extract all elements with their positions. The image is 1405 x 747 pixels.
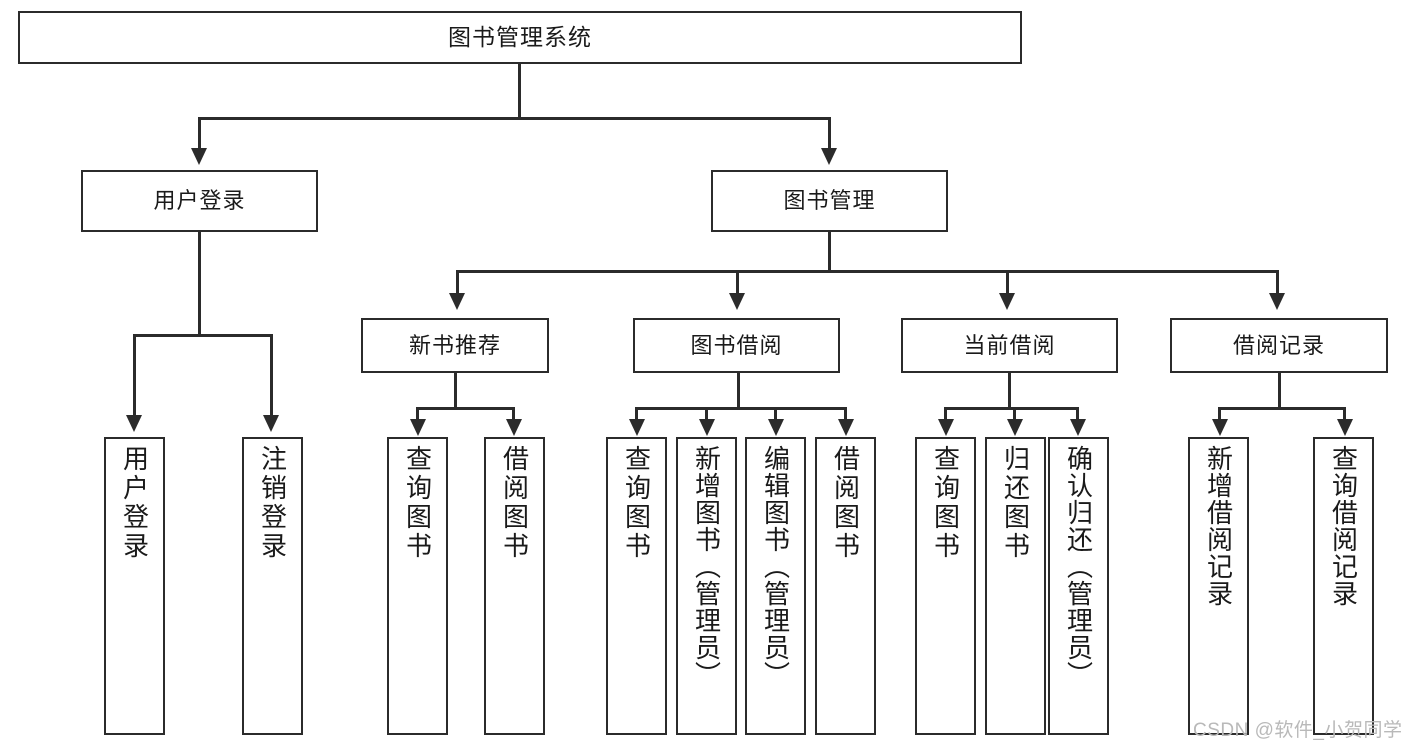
node-new-book-recommend[interactable]: 新书推荐 (361, 318, 549, 373)
node-label: 用户登录 (153, 188, 246, 214)
edge-borrow-record-stem (1278, 373, 1281, 409)
leaf-logout[interactable]: 注销登录 (242, 437, 303, 735)
arrowhead-current-borrow-child-2 (1007, 419, 1023, 436)
edge-level3-bar (456, 270, 1279, 273)
edge-new-book-stem (454, 373, 457, 409)
node-label: 图书借阅 (690, 332, 783, 358)
arrowhead-user-login-child-1 (126, 415, 142, 432)
leaf-edit-book-admin[interactable]: 编辑图书（管理员） (745, 437, 806, 735)
arrowhead-to-new-book (449, 293, 465, 310)
node-borrow-record[interactable]: 借阅记录 (1170, 318, 1388, 373)
leaf-borrow-book-recommend[interactable]: 借阅图书 (484, 437, 545, 735)
edge-book-manage-stem (828, 232, 831, 273)
node-label: 查询借阅记录 (1328, 445, 1359, 607)
edge-borrow-record-bar (1218, 407, 1346, 410)
edge-current-borrow-stem (1008, 373, 1011, 409)
arrowhead-book-borrow-child-1 (629, 419, 645, 436)
edge-current-borrow-child-1 (944, 407, 947, 421)
edge-book-borrow-child-1 (635, 407, 638, 421)
arrowhead-book-borrow-child-3 (768, 419, 784, 436)
edge-new-book-child-1 (416, 407, 419, 421)
edge-root-bar (198, 117, 831, 120)
node-label: 图书管理 (783, 188, 876, 214)
edge-new-book-bar (416, 407, 515, 410)
edge-to-new-book (456, 270, 459, 295)
edge-to-book-manage (828, 117, 831, 150)
node-label: 当前借阅 (963, 332, 1056, 358)
arrowhead-new-book-child-2 (506, 419, 522, 436)
edge-to-borrow-record (1276, 270, 1279, 295)
arrowhead-to-user-login (191, 148, 207, 165)
csdn-watermark: CSDN @软件_小贺同学 (1193, 720, 1403, 741)
node-label: 新书推荐 (408, 332, 501, 358)
arrowhead-new-book-child-1 (410, 419, 426, 436)
node-label: 图书管理系统 (448, 24, 592, 51)
arrowhead-to-book-borrow (729, 293, 745, 310)
arrowhead-book-borrow-child-2 (699, 419, 715, 436)
edge-new-book-child-2 (512, 407, 515, 421)
node-book-management[interactable]: 图书管理 (711, 170, 948, 232)
edge-book-borrow-child-3 (774, 407, 777, 421)
edge-book-borrow-child-2 (705, 407, 708, 421)
node-label: 新增图书（管理员） (691, 445, 722, 688)
node-label: 借阅记录 (1232, 332, 1325, 358)
leaf-confirm-return-admin[interactable]: 确认归还（管理员） (1048, 437, 1109, 735)
node-root-system[interactable]: 图书管理系统 (18, 11, 1022, 64)
node-label: 借阅图书 (499, 445, 530, 561)
edge-to-current-borrow (1006, 270, 1009, 295)
leaf-user-login[interactable]: 用户登录 (104, 437, 165, 735)
node-label: 归还图书 (1000, 445, 1031, 561)
edge-book-borrow-child-4 (844, 407, 847, 421)
node-label: 新增借阅记录 (1203, 445, 1234, 607)
arrowhead-current-borrow-child-1 (938, 419, 954, 436)
edge-book-borrow-stem (737, 373, 740, 409)
leaf-borrow-book[interactable]: 借阅图书 (815, 437, 876, 735)
edge-current-borrow-child-2 (1013, 407, 1016, 421)
leaf-query-book-current[interactable]: 查询图书 (915, 437, 976, 735)
leaf-query-book-recommend[interactable]: 查询图书 (387, 437, 448, 735)
node-label: 确认归还（管理员） (1063, 445, 1094, 688)
arrowhead-book-borrow-child-4 (838, 419, 854, 436)
edge-to-book-borrow (736, 270, 739, 295)
node-label: 借阅图书 (830, 445, 861, 561)
node-label: 查询图书 (402, 445, 433, 561)
node-label: 编辑图书（管理员） (760, 445, 791, 688)
node-user-login[interactable]: 用户登录 (81, 170, 318, 232)
edge-user-login-child-2 (270, 334, 273, 416)
leaf-query-book-borrow[interactable]: 查询图书 (606, 437, 667, 735)
arrowhead-borrow-record-child-1 (1212, 419, 1228, 436)
edge-user-login-bar (133, 334, 273, 337)
edge-book-borrow-bar (635, 407, 847, 410)
edge-to-user-login (198, 117, 201, 150)
node-label: 查询图书 (930, 445, 961, 561)
node-label: 查询图书 (621, 445, 652, 561)
edge-user-login-stem (198, 232, 201, 336)
edge-borrow-record-child-1 (1218, 407, 1221, 421)
edge-current-borrow-child-3 (1076, 407, 1079, 421)
arrowhead-borrow-record-child-2 (1337, 419, 1353, 436)
edge-current-borrow-bar (944, 407, 1079, 410)
leaf-return-book[interactable]: 归还图书 (985, 437, 1046, 735)
arrowhead-to-current-borrow (999, 293, 1015, 310)
leaf-add-borrow-record[interactable]: 新增借阅记录 (1188, 437, 1249, 735)
leaf-query-borrow-record[interactable]: 查询借阅记录 (1313, 437, 1374, 735)
node-label: 注销登录 (257, 445, 288, 561)
leaf-add-book-admin[interactable]: 新增图书（管理员） (676, 437, 737, 735)
edge-root-stem (518, 64, 521, 118)
arrowhead-to-book-manage (821, 148, 837, 165)
node-label: 用户登录 (119, 445, 150, 561)
edge-user-login-child-1 (133, 334, 136, 416)
arrowhead-user-login-child-2 (263, 415, 279, 432)
arrowhead-current-borrow-child-3 (1070, 419, 1086, 436)
node-book-borrow[interactable]: 图书借阅 (633, 318, 840, 373)
node-current-borrow[interactable]: 当前借阅 (901, 318, 1118, 373)
arrowhead-to-borrow-record (1269, 293, 1285, 310)
edge-borrow-record-child-2 (1343, 407, 1346, 421)
